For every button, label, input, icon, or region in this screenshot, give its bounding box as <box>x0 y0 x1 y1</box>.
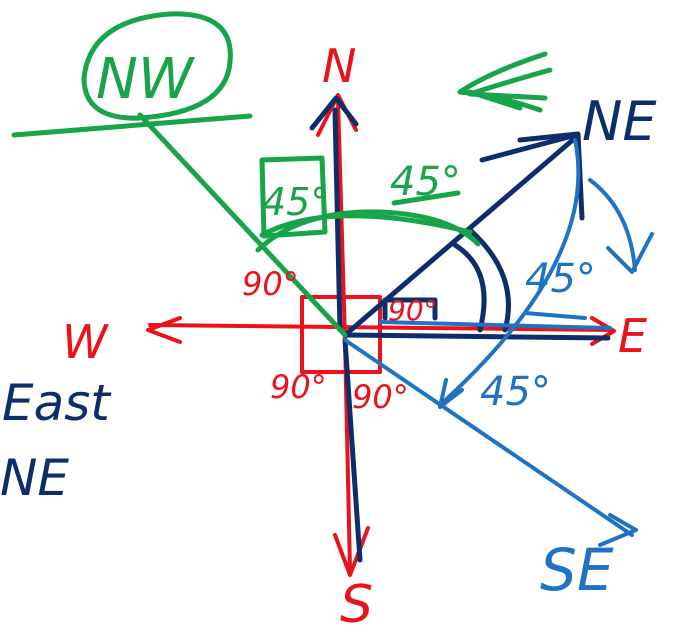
angle-sw-90: 90° <box>270 368 327 406</box>
label-south: S <box>340 575 373 627</box>
se-arc <box>438 138 581 407</box>
navy-angle-arc <box>467 227 511 333</box>
angle-nw-90: 90° <box>242 265 299 303</box>
navy-strokes <box>309 95 611 563</box>
green-strokes <box>11 11 553 338</box>
navy-north-line <box>332 107 343 333</box>
nw-connector <box>137 112 348 338</box>
note-line-1: East <box>2 374 112 432</box>
navy-south-line <box>342 337 363 563</box>
navy-small-box <box>382 297 438 321</box>
navy-east-line <box>342 332 611 341</box>
navy-ne-top <box>479 132 579 163</box>
note-line-2: NE <box>0 449 69 507</box>
blue-east-line <box>378 320 612 330</box>
nw-underline <box>11 113 253 138</box>
label-east: E <box>618 309 647 363</box>
se-arrowhead <box>598 513 638 547</box>
green-arrow-scribble <box>457 51 548 113</box>
ne-to-e-arrowhead <box>606 232 654 274</box>
blue-strokes <box>343 138 654 547</box>
se-line <box>343 338 634 537</box>
blue-underline <box>523 311 587 320</box>
label-northeast: NE <box>582 90 657 153</box>
label-northwest: NW <box>96 47 196 112</box>
label-west: W <box>62 315 109 369</box>
green-arrow-tail <box>467 89 523 111</box>
green-box <box>259 155 328 239</box>
angle-se-90: 90° <box>352 378 409 416</box>
angle-se: 45° <box>480 369 551 415</box>
label-north: N <box>322 39 356 93</box>
west-arrowhead <box>146 316 182 344</box>
navy-angle-arc-inner <box>452 242 487 333</box>
ne-to-e-arrow <box>588 178 637 272</box>
green-arc-2 <box>259 213 473 238</box>
right-angle-box <box>300 295 382 374</box>
label-southeast: SE <box>540 536 614 604</box>
angle-nw-box: 45° <box>262 180 329 224</box>
navy-north-arrowhead <box>309 95 359 131</box>
nw-circle <box>81 11 233 121</box>
green-underline-45 <box>391 190 461 206</box>
south-arrowhead <box>333 526 370 577</box>
se-arc-arrowhead <box>438 378 464 409</box>
angle-ne-top: 45° <box>390 159 461 205</box>
angle-ne-right: 45° <box>525 256 596 302</box>
angle-q1: 90° <box>388 294 438 327</box>
